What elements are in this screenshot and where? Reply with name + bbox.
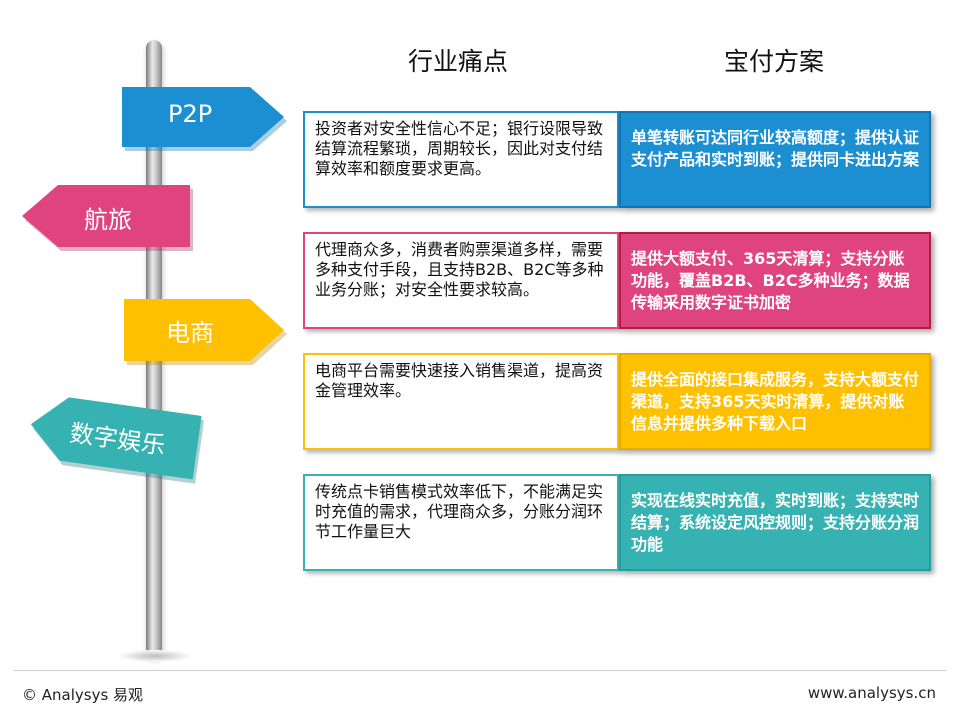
sign-ecommerce-label: 电商 bbox=[166, 319, 214, 347]
footer-url: www.analysys.cn bbox=[807, 684, 936, 702]
pain-column-title: 行业痛点 bbox=[407, 47, 508, 76]
pain-box-aviation-travel: 代理商众多，消费者购票渠道多样，需要多种支付手段，且支持B2B、B2C等多种业务… bbox=[303, 232, 619, 329]
sign-aviation-travel: 航旅 bbox=[22, 185, 193, 251]
pain-box-digital-entertainment: 传统点卡销售模式效率低下，不能满足实时充值的需求，代理商众多，分账分润环节工作量… bbox=[303, 474, 619, 571]
solution-box-p2p: 单笔转账可达同行业较高额度；提供认证支付产品和实时到账；提供同卡进出方案 bbox=[619, 111, 931, 208]
sign-aviation-travel-label: 航旅 bbox=[84, 206, 132, 234]
sign-ecommerce: 电商 bbox=[124, 299, 287, 365]
pain-box-p2p: 投资者对安全性信心不足；银行设限导致结算流程繁琐，周期较长，因此对支付结算效率和… bbox=[303, 111, 619, 208]
sign-digital-entertainment-shape bbox=[30, 397, 202, 480]
sign-p2p-label: P2P bbox=[168, 100, 213, 128]
footer-divider bbox=[14, 670, 946, 671]
signpost-base bbox=[120, 650, 190, 662]
solution-box-digital-entertainment: 实现在线实时充值，实时到账；支持实时结算；系统设定风控规则；支持分账分润功能 bbox=[619, 474, 931, 571]
sign-ecommerce-shape bbox=[124, 299, 284, 361]
sign-digital-entertainment: 数字娱乐 bbox=[26, 393, 205, 484]
solution-box-ecommerce: 提供全面的接口集成服务，支持大额支付渠道，支持365天实时清算，提供对账信息并提… bbox=[619, 353, 931, 450]
pain-box-ecommerce: 电商平台需要快速接入销售渠道，提高资金管理效率。 bbox=[303, 353, 619, 450]
solution-box-aviation-travel: 提供大额支付、365天清算；支持分账功能，覆盖B2B、B2C多种业务；数据传输采… bbox=[619, 232, 931, 329]
sign-p2p-shape bbox=[122, 87, 284, 147]
solution-column-title: 宝付方案 bbox=[723, 47, 824, 76]
footer-copyright: © Analysys 易观 bbox=[22, 686, 144, 704]
sign-p2p: P2P bbox=[122, 87, 287, 151]
sign-aviation-travel-shape bbox=[22, 185, 190, 247]
